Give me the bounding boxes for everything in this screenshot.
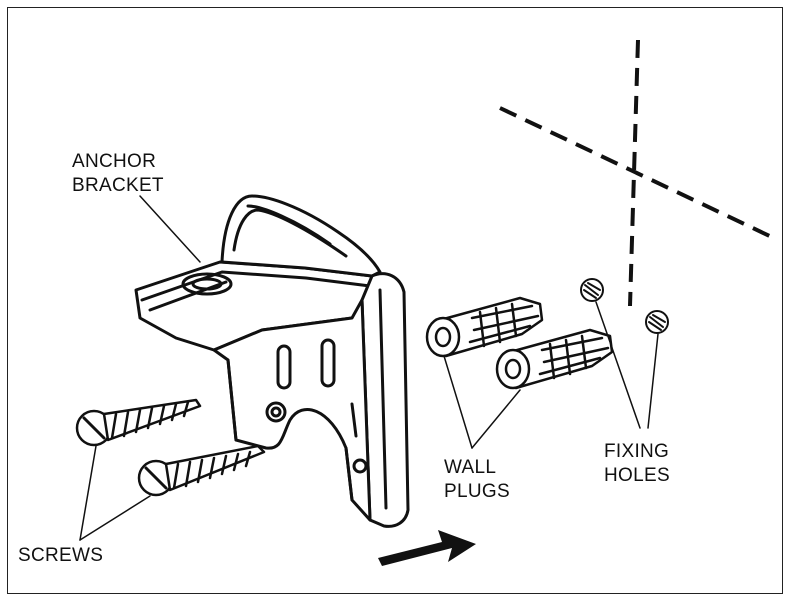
screw-upper [75, 398, 202, 447]
wall-plug-lower [495, 328, 614, 390]
wall-plug-upper [425, 296, 544, 358]
screws-label: SCREWS [18, 545, 104, 566]
bracket-slot-right [320, 338, 336, 388]
anchor-bracket-label-line1: ANCHOR [72, 151, 157, 172]
wall-guide-lines [499, 39, 779, 307]
fixing-holes-label: FIXING HOLES [604, 440, 670, 488]
fixing-holes-label-line1: FIXING [604, 441, 670, 462]
bracket-vertical-plate [360, 272, 410, 528]
direction-arrow [378, 530, 476, 566]
horizontal-guide-line [499, 106, 779, 242]
anchor-bracket-label-line2: BRACKET [72, 175, 164, 196]
bracket-top-slot [181, 272, 233, 296]
anchor-bracket [134, 194, 410, 528]
fixing-holes-label-line2: HOLES [604, 465, 670, 486]
screw-lower [137, 444, 266, 497]
vertical-guide-line [628, 39, 640, 307]
wall-plugs-label-line1: WALL [444, 457, 497, 478]
bracket-slot-left [276, 344, 292, 390]
anchor-bracket-label: ANCHOR BRACKET [72, 150, 164, 198]
wall-plugs-label: WALL PLUGS [444, 456, 510, 504]
wall-plugs-label-line2: PLUGS [444, 481, 510, 502]
leader-lines [79, 195, 659, 541]
fixing-hole-right [645, 310, 669, 334]
fixing-hole-left [580, 278, 604, 302]
